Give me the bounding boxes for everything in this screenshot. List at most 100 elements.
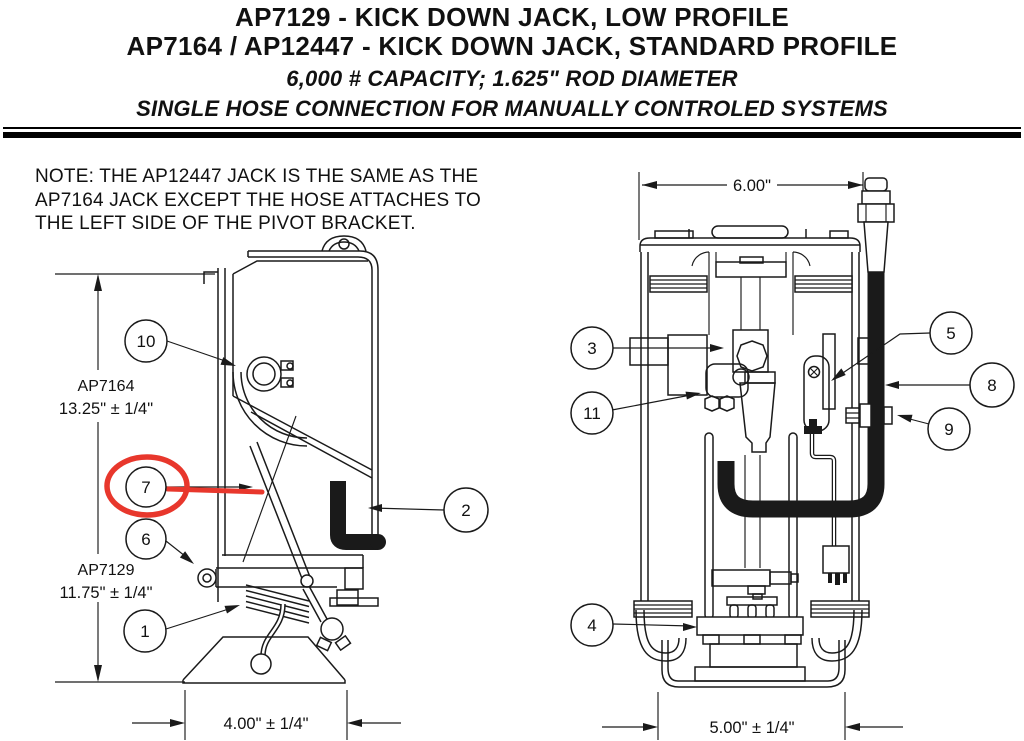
base-channel <box>661 640 846 688</box>
callout-6: 6 <box>125 518 167 560</box>
height-lower-value: 11.75" ± 1/4" <box>60 584 153 602</box>
pivot-bracket <box>215 554 364 588</box>
svg-text:8: 8 <box>987 376 996 395</box>
base-bottom-plate <box>694 666 806 682</box>
wire-plug <box>822 545 850 574</box>
top-plate <box>639 237 861 252</box>
top-width-value: 6.00" <box>733 177 771 195</box>
upper-springs <box>649 275 853 293</box>
valve-assembly <box>711 569 799 619</box>
title-divider <box>3 127 1021 138</box>
callout-1: 1 <box>123 609 167 653</box>
pivot-arc <box>232 371 308 447</box>
callout-7: 7 <box>125 466 167 508</box>
side-rails <box>640 252 860 601</box>
top-tab-left <box>654 230 694 239</box>
coil-spring-side <box>245 584 310 624</box>
subtitle-line-1: 6,000 # CAPACITY; 1.625" ROD DIAMETER <box>286 66 738 91</box>
curved-foot-right <box>811 609 863 662</box>
svg-text:7: 7 <box>141 478 150 497</box>
tie-rod-right <box>788 432 798 620</box>
cylinder-strut <box>249 441 311 582</box>
top-handle <box>321 235 367 252</box>
callout-9: 9 <box>927 407 971 451</box>
height-dimension: AP7164 13.25" ± 1/4" AP7129 11.75" ± 1/4… <box>55 273 215 683</box>
callout-10: 10 <box>124 319 168 363</box>
svg-text:3: 3 <box>587 339 596 358</box>
inner-columns <box>708 252 794 335</box>
svg-text:9: 9 <box>944 420 953 439</box>
jack-side-body <box>182 235 386 684</box>
pump-hex-nut <box>736 340 768 372</box>
model-lower-label: AP7129 <box>78 562 135 579</box>
hose-clamp-plate <box>859 403 872 428</box>
callout-2: 2 <box>443 487 489 533</box>
top-tab-right <box>829 230 849 239</box>
jack-front-frame <box>629 177 895 688</box>
svg-text:6: 6 <box>141 530 150 549</box>
hydraulic-hose-side <box>330 481 378 550</box>
title-line-1: AP7129 - KICK DOWN JACK, LOW PROFILE <box>235 2 789 32</box>
lower-springs <box>633 600 870 618</box>
rod-end-link <box>302 585 328 623</box>
base-width-value-left: 4.00" ± 1/4" <box>224 715 309 733</box>
side-view-callouts: 10 7 6 1 2 <box>123 319 489 653</box>
body-outer-shell <box>248 250 379 540</box>
svg-text:11: 11 <box>583 404 601 423</box>
svg-text:4: 4 <box>587 616 596 635</box>
pump-body <box>739 382 776 453</box>
release-cable <box>242 415 297 563</box>
note-line-3: THE LEFT SIDE OF THE PIVOT BRACKET. <box>35 213 416 234</box>
base-width-value-right: 5.00" ± 1/4" <box>710 719 795 737</box>
channel-bar <box>217 268 226 602</box>
clamp-ring-outer <box>246 356 282 392</box>
release-fitting <box>197 568 217 588</box>
model-upper-label: AP7164 <box>78 378 135 395</box>
front-view-callouts: 3 11 5 8 9 <box>570 311 1015 647</box>
left-rail-tab <box>629 337 669 366</box>
note-block: NOTE: THE AP12447 JACK IS THE SAME AS TH… <box>35 165 481 236</box>
callout-4: 4 <box>570 603 614 647</box>
rod-plate <box>696 616 804 636</box>
side-plate <box>329 597 379 607</box>
front-view-drawing: 6.00" <box>570 172 1015 740</box>
lever-screw <box>807 365 821 379</box>
base-width-dimension-left: 4.00" ± 1/4" <box>132 690 401 740</box>
callout-5: 5 <box>929 311 973 355</box>
hose-port-block <box>344 567 364 590</box>
bracket-nut-1 <box>704 395 720 412</box>
callout-8: 8 <box>969 362 1015 408</box>
channel-notch <box>203 271 218 284</box>
body-inner-shell <box>247 251 373 540</box>
side-view-drawing: AP7164 13.25" ± 1/4" AP7129 11.75" ± 1/4… <box>55 235 489 740</box>
base-assembly <box>635 609 863 688</box>
base-center-block <box>709 643 798 668</box>
rod-end-ball <box>250 653 272 675</box>
hydraulic-hose-front <box>717 177 895 518</box>
svg-text:2: 2 <box>461 501 470 520</box>
swivel-ball-fitting <box>320 617 344 641</box>
piston-rod <box>740 277 761 330</box>
note-line-2: AP7164 JACK EXCEPT THE HOSE ATTACHES TO <box>35 189 482 211</box>
bracket-nut-2 <box>719 395 735 412</box>
svg-text:5: 5 <box>946 324 955 343</box>
hose-clamp-bolt <box>845 407 860 424</box>
callout-3: 3 <box>570 326 614 370</box>
svg-text:1: 1 <box>140 622 149 641</box>
foot-pad <box>182 636 346 684</box>
spring-hangers <box>691 251 811 267</box>
title-line-2: AP7164 / AP12447 - KICK DOWN JACK, STAND… <box>126 31 898 61</box>
cross-head <box>715 261 787 278</box>
red-highlight-annotation <box>104 454 265 518</box>
left-mount-plate <box>667 334 708 396</box>
svg-text:10: 10 <box>137 332 156 351</box>
handle-roller <box>338 238 350 250</box>
top-width-dimension: 6.00" <box>638 172 864 240</box>
note-line-1: NOTE: THE AP12447 JACK IS THE SAME AS TH… <box>35 166 479 187</box>
subtitle-line-2: SINGLE HOSE CONNECTION FOR MANUALLY CONT… <box>136 96 888 121</box>
clamp-ring-inner <box>252 362 276 386</box>
height-upper-value: 13.25" ± 1/4" <box>59 400 153 418</box>
hose-top-fitting <box>857 177 895 273</box>
